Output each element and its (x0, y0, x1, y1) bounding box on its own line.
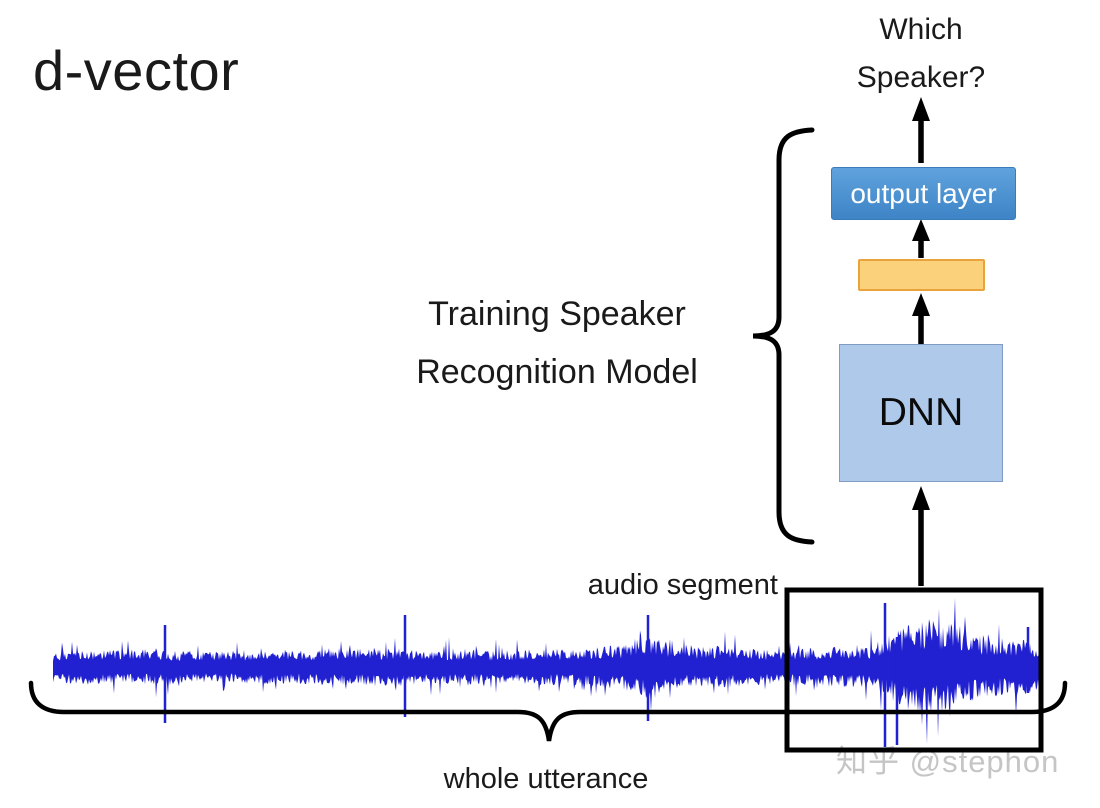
flow-arrow-to-speaker (912, 97, 930, 163)
flow-arrow-hidden-to-output (912, 219, 930, 258)
utterance-brace (28, 680, 1068, 742)
audio-segment-label: audio segment (587, 569, 778, 601)
flow-arrow-dnn-to-hidden (912, 293, 930, 345)
training-brace (752, 127, 815, 545)
output-layer-box: output layer (831, 167, 1016, 220)
hidden-layer-box (858, 259, 985, 291)
output-layer-label: output layer (850, 177, 997, 209)
whole-utterance-label: whole utterance (443, 763, 649, 795)
waveform (53, 597, 1040, 747)
segment-rect (784, 587, 1044, 753)
dnn-box: DNN (839, 344, 1003, 482)
flow-arrow-segment-to-dnn (912, 486, 930, 586)
which-speaker-label: Which Speaker? (856, 13, 986, 94)
dnn-label: DNN (878, 391, 964, 434)
slide-title: d-vector (33, 39, 240, 102)
training-label: Training Speaker Recognition Model (416, 295, 698, 391)
